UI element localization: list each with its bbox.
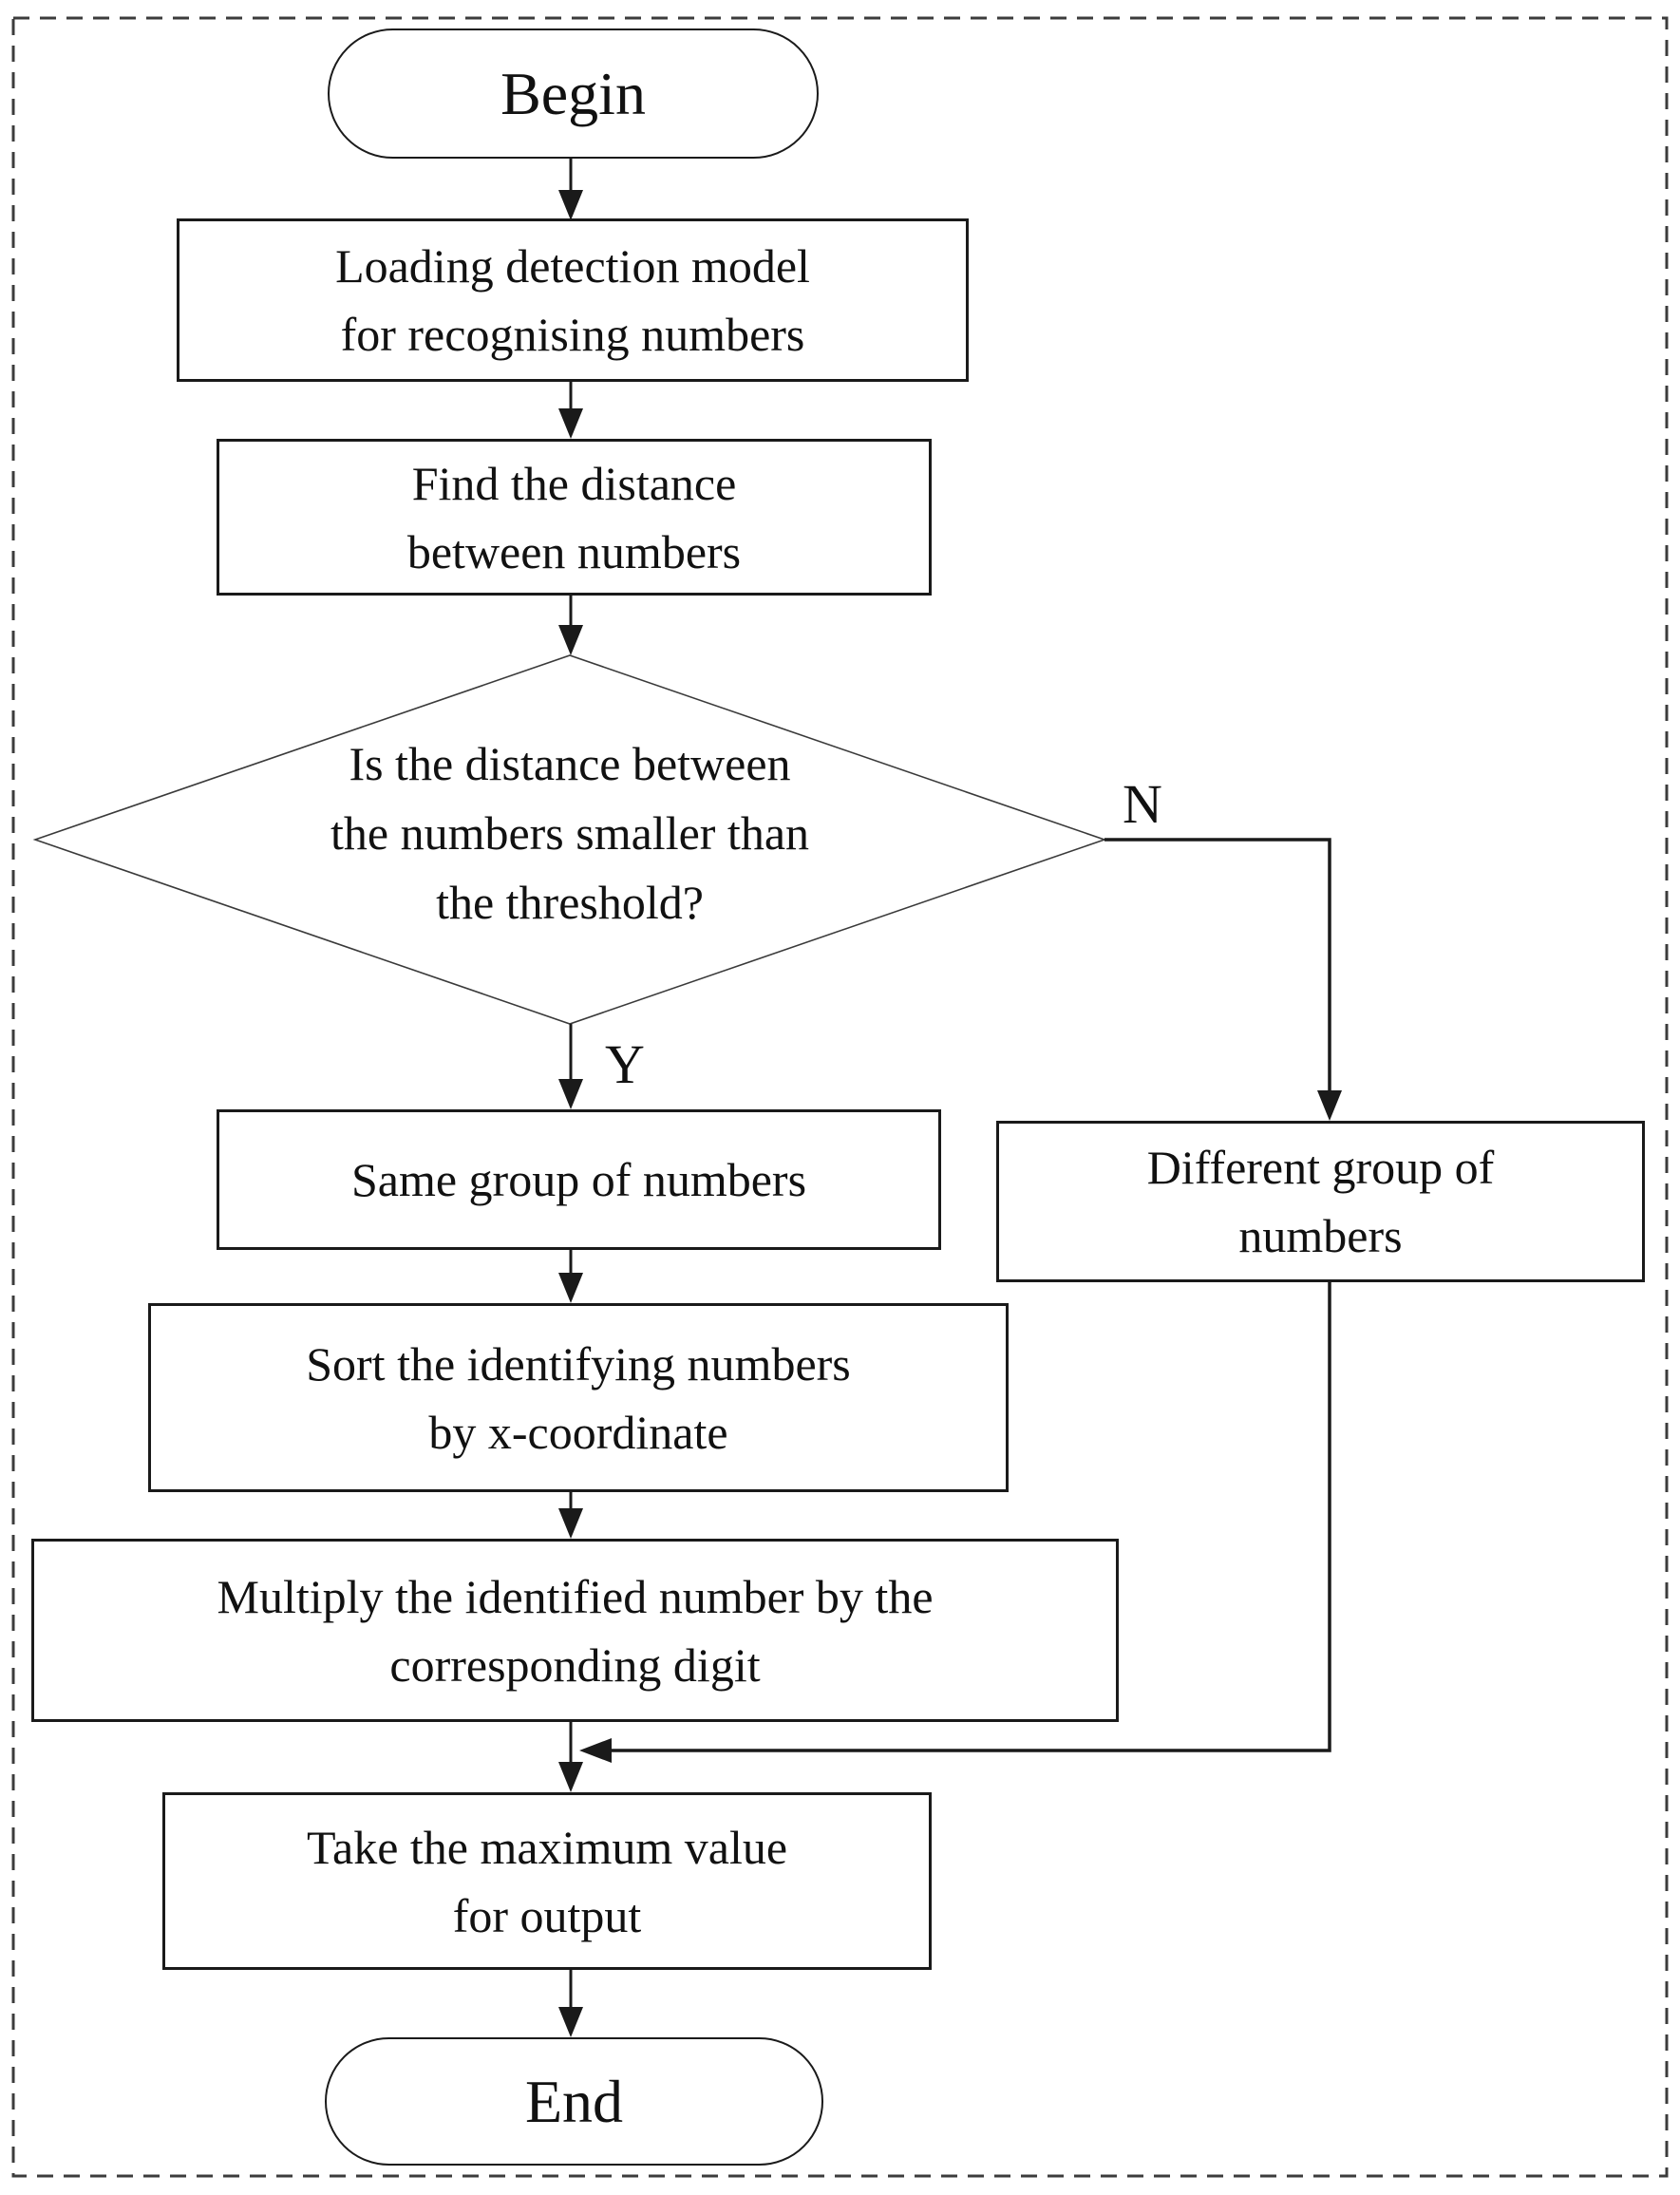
- node-same-group: Same group of numbers: [217, 1109, 941, 1250]
- arrow-begin-to-load: [558, 155, 583, 220]
- node-sort-line2: by x-coordinate: [428, 1405, 728, 1459]
- node-end: End: [325, 2037, 823, 2166]
- node-multiply: Multiply the identified number by the co…: [31, 1539, 1119, 1722]
- dashed-frame: [11, 16, 1669, 2178]
- node-loading-model: Loading detection model for recognising …: [177, 218, 969, 382]
- node-sort: Sort the identifying numbers by x-coordi…: [148, 1303, 1009, 1492]
- arrow-take-to-end: [558, 1964, 583, 2037]
- node-end-label: End: [524, 2067, 624, 2135]
- node-begin: Begin: [328, 28, 819, 159]
- node-begin-label: Begin: [500, 59, 646, 127]
- node-multiply-line1: Multiply the identified number by the: [217, 1569, 934, 1623]
- node-find-line1: Find the distance: [411, 456, 737, 510]
- decision-line1: Is the distance between: [349, 737, 791, 790]
- node-loading-line2: for recognising numbers: [340, 308, 805, 361]
- arrow-decision-yes: [558, 1024, 583, 1109]
- label-no: N: [1123, 773, 1162, 835]
- arrow-different-to-merge: [579, 1277, 1331, 1763]
- arrow-same-to-sort: [558, 1244, 583, 1303]
- node-take-max: Take the maximum value for output: [162, 1792, 932, 1970]
- arrow-sort-to-multiply: [558, 1486, 583, 1539]
- decision-line2: the numbers smaller than: [330, 806, 810, 860]
- arrow-decision-no: [1104, 838, 1342, 1121]
- node-multiply-line2: corresponding digit: [389, 1637, 761, 1692]
- arrow-find-to-decision: [558, 590, 583, 655]
- node-different-line2: numbers: [1238, 1209, 1403, 1262]
- decision-line3: the threshold?: [436, 876, 704, 929]
- node-same-label: Same group of numbers: [350, 1153, 807, 1206]
- node-loading-line1: Loading detection model: [335, 239, 810, 293]
- arrow-load-to-find: [558, 376, 583, 439]
- node-take-line2: for output: [452, 1888, 642, 1942]
- node-find-distance: Find the distance between numbers: [217, 439, 932, 596]
- arrow-multiply-to-take: [558, 1716, 583, 1792]
- label-yes: Y: [605, 1033, 645, 1095]
- node-sort-line1: Sort the identifying numbers: [306, 1336, 851, 1391]
- node-decision-label: Is the distance between the numbers smal…: [142, 729, 997, 937]
- node-different-line1: Different group of: [1146, 1141, 1495, 1194]
- node-take-line1: Take the maximum value: [306, 1820, 788, 1874]
- node-different-group: Different group of numbers: [996, 1121, 1645, 1282]
- node-find-line2: between numbers: [406, 524, 742, 578]
